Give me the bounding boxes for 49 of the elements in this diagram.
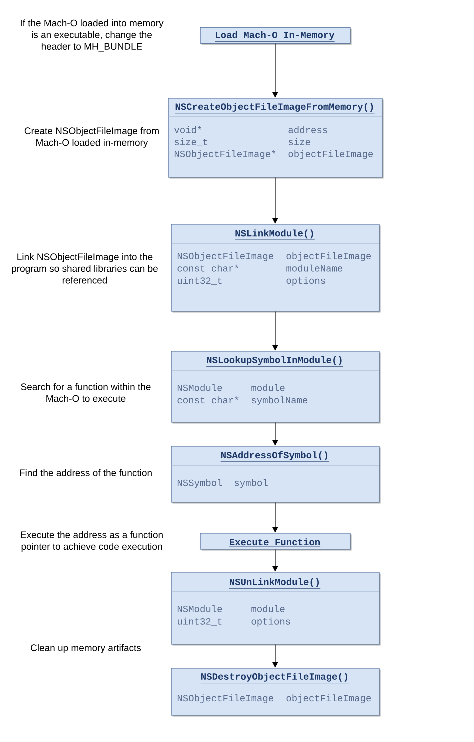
function-box [170,224,381,313]
function-name: NSLinkModule() [234,230,316,240]
function-name: NSUnLinkModule() [229,578,321,589]
parameter-name: size [288,138,310,146]
function-box [171,668,381,717]
parameter-name: module [252,605,285,612]
parameter-name: symbol [234,479,268,488]
step-box [200,533,352,551]
parameter-type: const char* [178,264,239,272]
parameter-name: objectFileImage [286,694,372,704]
parameter-type: uint32_t [178,277,222,286]
parameter-type: const char* [178,396,239,404]
step-description: If the Mach-O loaded into memory is an executable, change the header to MH_BUNDLE [21,20,164,52]
arrow [272,43,278,98]
step-box [200,27,352,45]
parameter-type: NSModule [178,605,222,612]
parameter-name: module [252,384,285,392]
function-name: NSCreateObjectFileImageFromMemory() [175,103,375,114]
step-description: Create NSObjectFileImage from Mach-O loaded in-memory [24,127,159,148]
arrow [272,177,278,224]
parameter-type: void* [174,126,202,134]
function-box [168,98,384,179]
parameter-type: NSObjectFileImage [178,694,274,704]
parameter-name: address [288,126,328,134]
function-name: NSDestroyObjectFileImage() [200,673,350,684]
parameter-type: NSModule [178,384,222,392]
parameter-type: uint32_t [178,618,222,626]
parameter-type: NSSymbol [178,479,222,488]
function-name: NSLookupSymbolInModule() [206,356,344,367]
function-box [170,446,381,504]
step-title: Execute Function [229,538,321,548]
step-description: Clean up memory artifacts [31,644,142,654]
function-name: NSAddressOfSymbol() [220,451,330,462]
function-box [170,572,381,646]
step-description: Find the address of the function [20,469,152,476]
parameter-name: objectFileImage [288,150,374,160]
function-box [170,351,381,424]
parameter-name: moduleName [286,264,343,272]
step-title: Load Mach-O In-Memory [214,31,336,42]
step-description: Execute the address as a function pointer to achieve code execution [21,531,163,552]
step-description: Search for a function within the Mach-O to execute [21,383,151,402]
parameter-name: options [286,277,326,286]
parameter-type: size_t [174,138,208,146]
parameter-name: objectFileImage [286,252,372,262]
parameter-name: symbolName [252,396,308,406]
parameter-type: NSObjectFileImage* [174,150,276,160]
parameter-name: options [252,618,290,627]
step-description: Link NSObjectFileImage into the program so shared libraries can be referenced [12,253,158,284]
parameter-type: NSObjectFileImage [178,252,274,262]
